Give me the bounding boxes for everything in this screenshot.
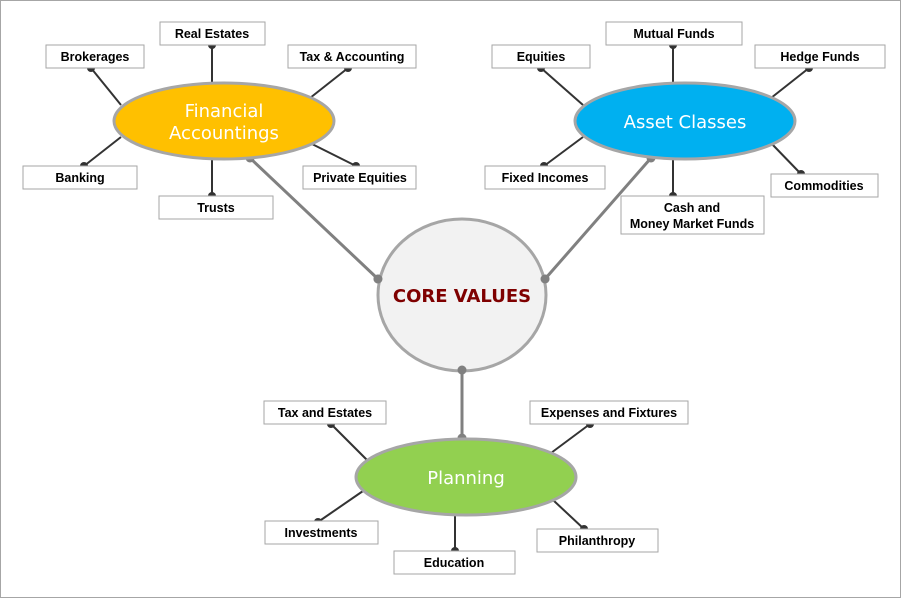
leaf-investments[interactable]: Investments <box>264 520 379 545</box>
svg-text:Philanthropy: Philanthropy <box>559 534 635 548</box>
hub-label: Asset Classes <box>624 112 747 133</box>
svg-text:Brokerages: Brokerages <box>61 50 130 64</box>
leaf-education[interactable]: Education <box>393 550 516 575</box>
svg-text:Tax & Accounting: Tax & Accounting <box>300 50 405 64</box>
hub-label: Financial <box>185 101 264 122</box>
leaf-cash-money-market[interactable]: Cash and Money Market Funds <box>620 195 765 235</box>
leaf-fixed-incomes[interactable]: Fixed Incomes <box>484 165 606 190</box>
leaf-mutual-funds[interactable]: Mutual Funds <box>605 21 743 46</box>
leaf-hedge-funds[interactable]: Hedge Funds <box>754 44 886 69</box>
leaf-brokerages[interactable]: Brokerages <box>45 44 145 69</box>
connector-asset-core <box>543 157 653 280</box>
svg-text:Cash and: Cash and <box>664 201 720 215</box>
svg-text:Fixed Incomes: Fixed Incomes <box>502 171 589 185</box>
leaf-equities[interactable]: Equities <box>491 44 591 69</box>
hub-financial-accountings[interactable]: Financial Accountings <box>112 81 336 161</box>
leaf-trusts[interactable]: Trusts <box>158 195 274 220</box>
svg-text:Equities: Equities <box>517 50 566 64</box>
connector-financial-core <box>248 156 380 281</box>
leaf-real-estates[interactable]: Real Estates <box>159 21 266 46</box>
core-values-node[interactable]: CORE VALUES <box>373 217 550 375</box>
svg-text:Banking: Banking <box>55 171 104 185</box>
svg-text:Hedge Funds: Hedge Funds <box>780 50 859 64</box>
leaf-private-equities[interactable]: Private Equities <box>302 165 417 190</box>
leaf-banking[interactable]: Banking <box>22 165 138 190</box>
hub-asset-classes[interactable]: Asset Classes <box>573 81 797 161</box>
leaf-tax-accounting[interactable]: Tax & Accounting <box>287 44 417 69</box>
svg-text:Expenses and Fixtures: Expenses and Fixtures <box>541 406 677 420</box>
svg-text:Tax and Estates: Tax and Estates <box>278 406 372 420</box>
svg-text:Money Market Funds: Money Market Funds <box>630 217 754 231</box>
svg-text:Real Estates: Real Estates <box>175 27 249 41</box>
hub-planning[interactable]: Planning <box>354 437 578 517</box>
svg-text:Investments: Investments <box>285 526 358 540</box>
svg-text:Education: Education <box>424 556 484 570</box>
svg-text:Private Equities: Private Equities <box>313 171 407 185</box>
core-label: CORE VALUES <box>393 286 531 307</box>
leaf-commodities[interactable]: Commodities <box>770 173 879 198</box>
leaf-philanthropy[interactable]: Philanthropy <box>536 528 659 553</box>
hub-label: Planning <box>427 468 505 489</box>
leaf-expenses-fixtures[interactable]: Expenses and Fixtures <box>529 400 689 425</box>
svg-text:Commodities: Commodities <box>784 179 863 193</box>
leaf-tax-estates[interactable]: Tax and Estates <box>263 400 387 425</box>
svg-text:Mutual Funds: Mutual Funds <box>633 27 714 41</box>
svg-text:Trusts: Trusts <box>197 201 235 215</box>
hub-label: Accountings <box>169 123 279 144</box>
